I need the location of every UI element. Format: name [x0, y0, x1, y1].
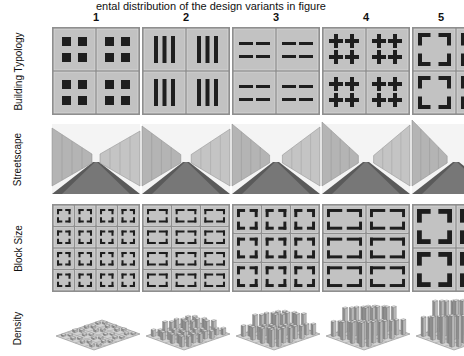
- block-size-panel: [412, 204, 464, 292]
- column-number: 2: [183, 11, 189, 23]
- column-number: 3: [273, 11, 279, 23]
- row-label: Block Size: [13, 225, 24, 272]
- streetscape-view: [322, 122, 410, 194]
- caption-fragment: ental distribution of the design variant…: [96, 0, 326, 12]
- column-number: 1: [93, 11, 99, 23]
- column-number: 4: [363, 11, 369, 23]
- block-size-panel: [142, 204, 230, 292]
- streetscape-view: [412, 120, 464, 194]
- block-size-panel: [52, 204, 140, 292]
- row-label: Building Typology: [13, 32, 24, 110]
- streetscape-view: [52, 124, 140, 194]
- density-model: [416, 299, 464, 350]
- streetscape-view: [142, 124, 230, 194]
- density-model: [146, 315, 230, 350]
- block-size-panel: [232, 204, 320, 292]
- row-label: Streetscape: [13, 132, 24, 185]
- block-size-panel: [322, 204, 410, 292]
- row-label: Density: [12, 311, 23, 344]
- typology-panel: [142, 27, 230, 115]
- typology-panel: [322, 27, 410, 115]
- typology-panel: [232, 27, 320, 115]
- typology-panel: [52, 27, 140, 115]
- density-model: [236, 310, 320, 350]
- streetscape-view: [232, 124, 320, 194]
- column-number: 5: [438, 11, 444, 23]
- density-model: [326, 305, 410, 350]
- density-model: [56, 320, 140, 350]
- typology-panel: [412, 27, 464, 115]
